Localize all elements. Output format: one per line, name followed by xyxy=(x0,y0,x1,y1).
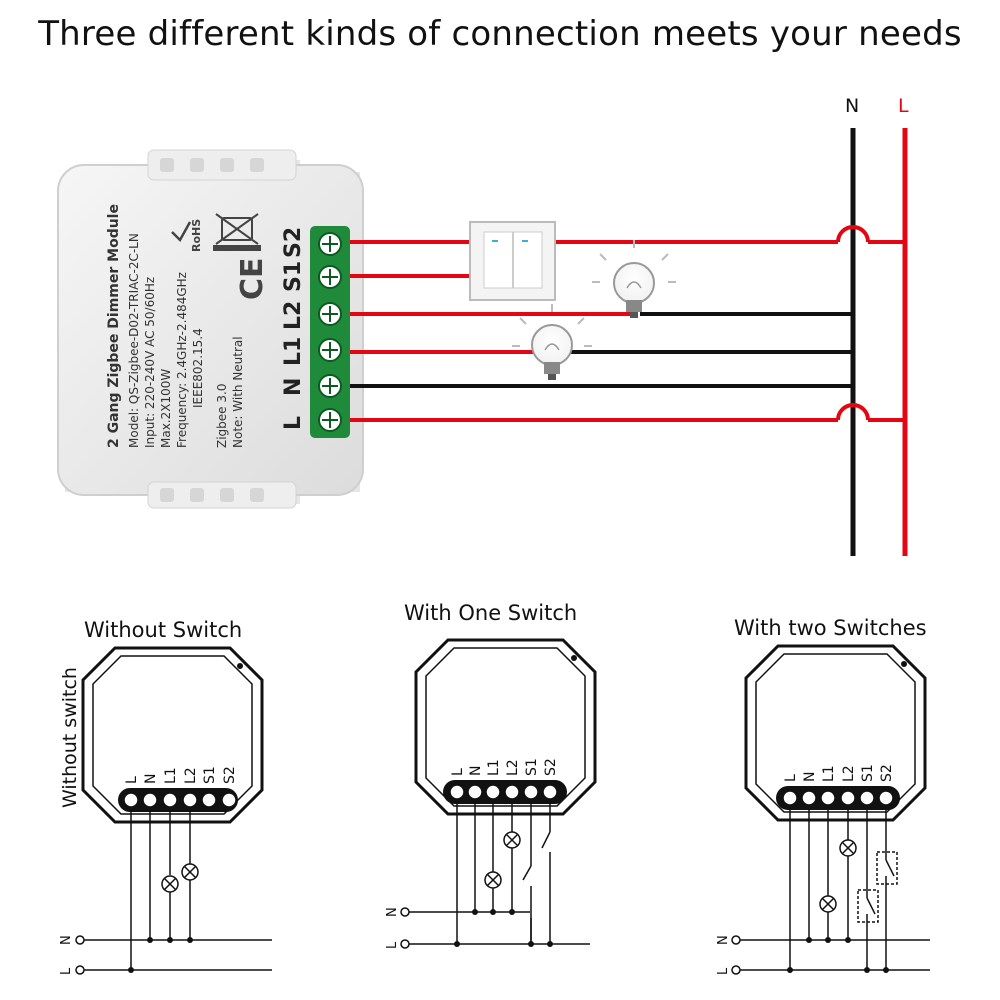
rail-label: N xyxy=(385,907,400,917)
terminal-label: S1 xyxy=(524,758,540,776)
module-line: Note: With Neutral xyxy=(231,336,245,448)
terminal-label: S1 xyxy=(860,764,876,782)
rail-label: N xyxy=(59,935,74,945)
terminal-block xyxy=(310,226,350,438)
wires xyxy=(350,225,905,422)
rail-label: L xyxy=(716,967,731,975)
terminal-label: N xyxy=(281,378,306,396)
module-line: Zigbee 3.0 xyxy=(215,384,229,448)
lamp-symbol-icon xyxy=(819,839,857,913)
lamp-symbol-icon xyxy=(484,831,521,889)
module-line: Model: QS-Zigbee-D02-TRIAC-2C-LN xyxy=(127,233,141,448)
module-line: Input: 220-240V AC 50/60Hz xyxy=(143,277,157,448)
checkmark-icon xyxy=(171,221,192,243)
module-line: IEEE802.15.4 xyxy=(191,328,205,408)
terminal-label: S2 xyxy=(222,766,238,784)
rail-label: N xyxy=(716,935,731,945)
terminal-label: L xyxy=(450,768,466,776)
panel-title: With One Switch xyxy=(404,601,577,625)
bus-label-live: L xyxy=(898,95,909,117)
panel-title: With two Switches xyxy=(734,616,927,640)
two-way-switch-icon xyxy=(857,851,898,923)
light-bulb-icon xyxy=(512,304,592,380)
panel-without-switch: Without Switch Without switch L N L1 L2 … xyxy=(59,618,272,975)
panel-title: Without Switch xyxy=(84,618,242,642)
terminal-label: L xyxy=(783,774,799,782)
terminal-label: L xyxy=(281,416,306,430)
terminal-label: L2 xyxy=(281,301,306,330)
terminal-label: L1 xyxy=(163,767,179,784)
terminal-label: L2 xyxy=(841,765,857,782)
terminal-label: L2 xyxy=(505,759,521,776)
terminal-label: L xyxy=(124,776,140,784)
terminal-label: S2 xyxy=(281,227,306,258)
terminal-label: L1 xyxy=(486,759,502,776)
rohs-mark: RoHS xyxy=(190,219,203,252)
panel-side-label: Without switch xyxy=(59,667,81,808)
rohs-mark-icon: RoHS xyxy=(190,219,203,252)
dimmer-module: 2 Gang Zigbee Dimmer Module Model: QS-Zi… xyxy=(57,149,364,509)
bus-label-neutral: N xyxy=(845,95,859,117)
terminal-label: N xyxy=(802,772,818,782)
terminal-label: S2 xyxy=(879,764,895,782)
terminal-label: S1 xyxy=(281,261,306,292)
top-wiring-diagram: N L xyxy=(57,95,909,556)
wall-switch-icon xyxy=(469,221,556,301)
rail-label: L xyxy=(59,967,74,975)
headline: Three different kinds of connection meet… xyxy=(38,14,962,54)
terminal-label: S1 xyxy=(202,766,218,784)
rail-label: L xyxy=(385,941,400,949)
light-bulb-icon xyxy=(592,240,676,318)
terminal-label: L2 xyxy=(183,767,199,784)
panel-with-one-switch: With One Switch L N L1 L2 S1 S2 xyxy=(385,601,597,949)
ce-mark-icon: CE xyxy=(235,257,270,300)
terminal-label: N xyxy=(143,774,159,784)
lamp-symbol-icon xyxy=(161,863,199,893)
terminal-label: N xyxy=(468,766,484,776)
terminal-label: L1 xyxy=(281,337,306,366)
module-title: 2 Gang Zigbee Dimmer Module xyxy=(106,204,122,448)
module-line: Frequency: 2.4GHz-2.484GHz xyxy=(175,272,189,448)
panel-with-two-switches: With two Switches L N L1 L2 S1 S2 xyxy=(716,616,930,975)
module-line: Max.2X100W xyxy=(159,369,173,448)
terminal-label: S2 xyxy=(543,758,559,776)
weee-bin-icon xyxy=(213,213,261,251)
ce-mark: CE xyxy=(235,257,270,300)
terminal-label: L1 xyxy=(821,765,837,782)
